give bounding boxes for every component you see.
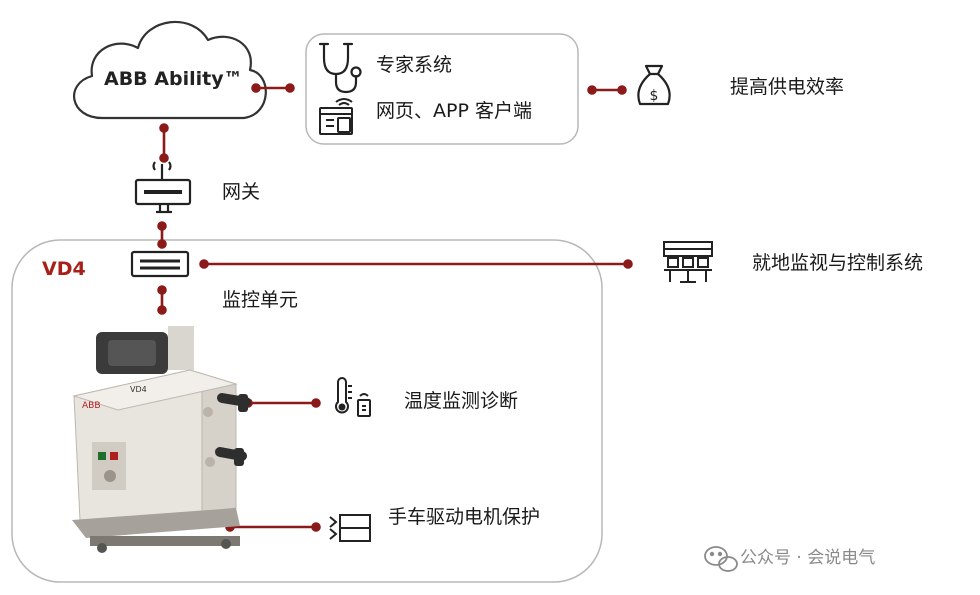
router-icon: [134, 161, 192, 214]
service-label-expert-system: 专家系统: [376, 54, 453, 76]
vd4-breaker-illustration: ABB VD4: [72, 326, 251, 553]
svg-text:ABB: ABB: [82, 401, 101, 411]
monitor-unit-label: 监控单元: [222, 289, 299, 311]
wechat-icon: [704, 546, 738, 572]
local-monitoring-icon: [663, 241, 713, 283]
efficiency-label: 提高供电效率: [730, 76, 845, 98]
local-system-label: 就地监视与控制系统: [752, 252, 924, 274]
watermark-label: 公众号 · 会说电气: [740, 548, 876, 568]
money-bag-icon: $: [637, 64, 671, 106]
cloud-label: ABB Ability™: [104, 68, 243, 90]
services-box: [305, 33, 579, 145]
control-unit-icon: [130, 250, 190, 278]
motor-label: 手车驱动电机保护: [388, 506, 541, 528]
thermometer-icon: [335, 377, 371, 417]
stethoscope-icon: [318, 42, 362, 94]
temperature-label: 温度监测诊断: [404, 390, 519, 412]
motor-protection-icon: [329, 514, 371, 542]
vd4-label: VD4: [42, 258, 86, 280]
gateway-label: 网关: [222, 181, 261, 203]
vd4-frame: [11, 239, 603, 583]
svg-text:VD4: VD4: [130, 385, 147, 394]
svg-text:$: $: [650, 88, 659, 104]
web-app-client-icon: [319, 98, 353, 135]
service-label-web-app-client: 网页、APP 客户端: [376, 100, 532, 122]
cloud-shape: [73, 20, 267, 120]
